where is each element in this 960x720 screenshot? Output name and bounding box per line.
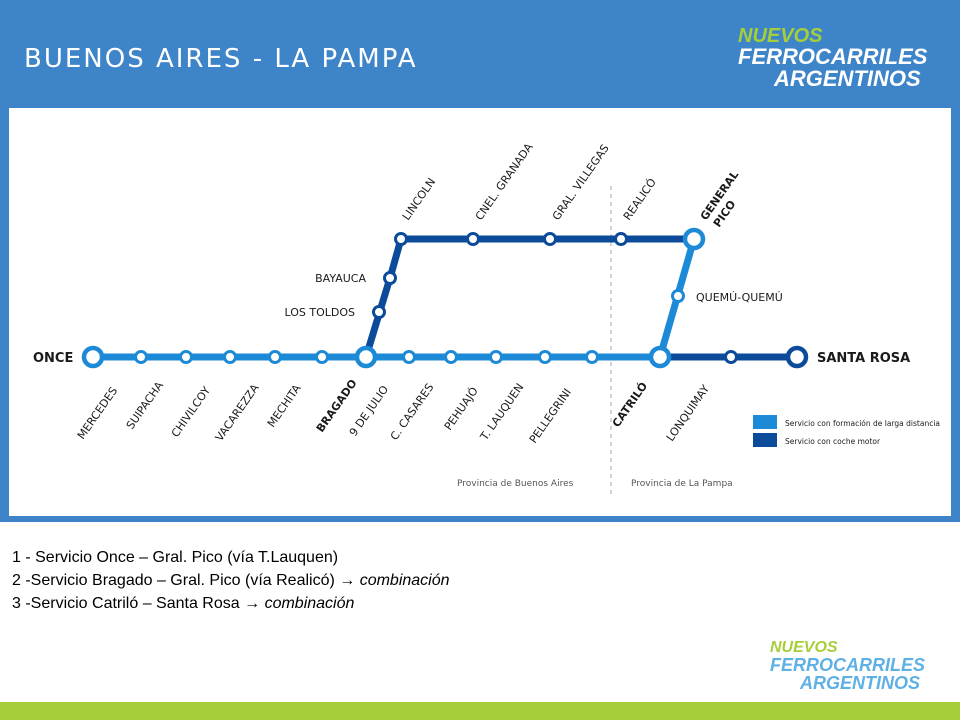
logo-bottom: NUEVOS FERROCARRILES ARGENTINOS — [770, 639, 926, 693]
note-1: 1 - Servicio Once – Gral. Pico (vía T.La… — [12, 546, 450, 569]
station-mechita — [315, 350, 329, 364]
station-gral-villegas — [543, 232, 557, 246]
legend-swatch-railcar — [753, 433, 777, 447]
logo-bottom-line-3: ARGENTINOS — [800, 673, 921, 693]
note-2: 2 -Servicio Bragado – Gral. Pico (vía Re… — [12, 569, 450, 592]
province-buenos-aires: Provincia de Buenos Aires — [457, 479, 574, 489]
station-los-toldos — [372, 305, 386, 319]
note-3: 3 -Servicio Catriló – Santa Rosa → combi… — [12, 592, 450, 615]
station-quemu-quemu — [671, 289, 685, 303]
note-3-combination: combinación — [264, 595, 355, 612]
legend-label-railcar: Servicio con coche motor — [785, 437, 881, 446]
arrow-icon: → — [339, 572, 356, 589]
legend-swatch-long-distance — [753, 415, 777, 429]
province-la-pampa: Provincia de La Pampa — [631, 479, 733, 489]
label-catrilo: CATRILÓ — [610, 380, 650, 430]
station-once — [81, 345, 105, 369]
station-cnel-granada — [466, 232, 480, 246]
note-3-text: 3 -Servicio Catriló – Santa Rosa — [12, 595, 240, 612]
label-realico: REALICÓ — [621, 176, 659, 223]
station-lincoln — [394, 232, 408, 246]
logo-line-1: NUEVOS — [738, 25, 823, 47]
station-santa-rosa — [785, 345, 809, 369]
station-lonquimay — [724, 350, 738, 364]
legend-label-long-distance: Servicio con formación de larga distanci… — [785, 419, 940, 428]
railway-diagram: ONCE SANTA ROSA MERCEDES SUIPACHA CHIVIL… — [9, 108, 951, 516]
logo-line-2: FERROCARRILES — [738, 44, 928, 69]
station-vacarezza — [268, 350, 282, 364]
label-santa-rosa: SANTA ROSA — [817, 351, 910, 366]
station-general-pico — [682, 227, 706, 251]
railway-diagram-svg: ONCE SANTA ROSA MERCEDES SUIPACHA CHIVIL… — [33, 141, 940, 496]
label-chivilcoy: CHIVILCOY — [169, 384, 213, 440]
logo-top: NUEVOS FERROCARRILES ARGENTINOS — [738, 26, 927, 90]
frame-bottom — [0, 516, 960, 522]
label-quemu-quemu: QUEMÚ-QUEMÚ — [696, 291, 783, 304]
label-c-casares: C. CASARES — [388, 381, 437, 443]
logo-bottom-line-1: NUEVOS — [770, 639, 838, 656]
note-2-text: 2 -Servicio Bragado – Gral. Pico (vía Re… — [12, 572, 335, 589]
label-pehuajo: PEHUAJÓ — [442, 385, 481, 433]
note-1-text: 1 - Servicio Once – Gral. Pico (vía T.La… — [12, 549, 339, 566]
station-t-lauquen — [538, 350, 552, 364]
label-t-lauquen: T. LAUQUEN — [477, 381, 526, 444]
station-catrilo — [648, 345, 672, 369]
station-suipacha — [179, 350, 193, 364]
station-pellegrini — [585, 350, 599, 364]
station-9-de-julio — [402, 350, 416, 364]
station-c-casares — [444, 350, 458, 364]
station-bayauca — [383, 271, 397, 285]
station-realico — [614, 232, 628, 246]
label-pellegrini: PELLEGRINI — [527, 386, 574, 446]
station-chivilcoy — [223, 350, 237, 364]
arrow-icon: → — [244, 595, 261, 612]
label-lonquimay: LONQUIMAY — [664, 382, 712, 443]
note-2-combination: combinación — [359, 572, 450, 589]
label-once: ONCE — [33, 351, 73, 366]
label-los-toldos: LOS TOLDOS — [285, 306, 356, 319]
label-cnel-granada: CNEL. GRANADA — [473, 141, 536, 223]
station-bragado — [354, 345, 378, 369]
frame-left — [0, 108, 9, 522]
logo-bottom-line-2: FERROCARRILES — [770, 655, 926, 675]
station-mercedes — [134, 350, 148, 364]
page-title: BUENOS AIRES - LA PAMPA — [24, 44, 418, 74]
station-pehuajo — [489, 350, 503, 364]
upper-line — [362, 235, 698, 361]
header-bar: BUENOS AIRES - LA PAMPA NUEVOS FERROCARR… — [0, 0, 960, 108]
label-suipacha: SUIPACHA — [124, 379, 166, 432]
service-notes: 1 - Servicio Once – Gral. Pico (vía T.La… — [12, 546, 450, 615]
label-vacarezza: VACAREZZA — [213, 381, 262, 443]
label-gral-villegas: GRAL. VILLEGAS — [550, 142, 612, 223]
label-lincoln: LINCOLN — [400, 176, 438, 223]
frame-right — [951, 108, 960, 522]
footer-bar — [0, 702, 960, 720]
label-mercedes: MERCEDES — [75, 385, 120, 442]
logo-line-3: ARGENTINOS — [774, 66, 921, 91]
label-bayauca: BAYAUCA — [315, 272, 366, 285]
label-mechita: MECHITA — [265, 382, 304, 430]
